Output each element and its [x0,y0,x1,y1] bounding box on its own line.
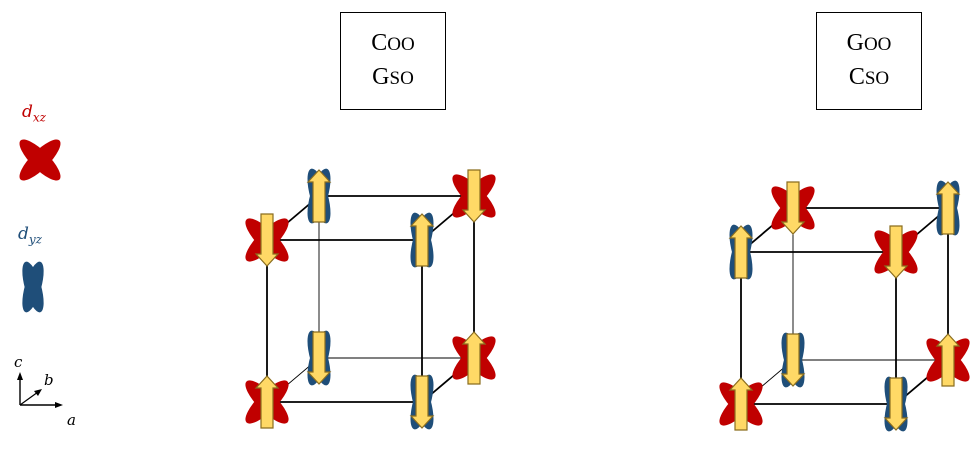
spin-arrow-up [935,333,961,387]
spin-arrow-down [780,181,806,235]
left-site-back-top-right [452,169,496,223]
axes-icon [17,372,63,408]
left-cube [245,168,496,430]
spin-arrow-up [461,331,487,385]
spin-arrow-down [306,331,332,385]
spin-arrow-down [461,169,487,223]
spin-arrow-down [883,225,909,279]
left-order-label-box: COO GSO [340,12,446,110]
left-label-line-1: COO [371,30,415,56]
left-site-front-bottom-right [409,374,435,430]
spin-arrow-up [254,375,280,429]
dyz-lobe [22,261,44,313]
dxz-legend-icon [19,139,61,181]
spin-arrow-up [728,377,754,431]
legend-icons [19,139,61,313]
left-cube-edges [266,195,475,403]
axis-c-label: c [14,353,23,371]
spin-arrow-up [306,169,332,223]
right-site-front-top-right [874,225,918,279]
spin-arrow-up [409,213,435,267]
left-site-back-bottom-left [306,330,332,386]
dxz-lobe [19,139,61,181]
left-label-line-2: GSO [372,64,414,90]
legend-dyz-label: dyz [18,224,42,247]
left-site-back-top-left [306,168,332,224]
spin-arrow-down [254,213,280,267]
spin-arrow-down [409,375,435,429]
right-site-back-top-left [771,181,815,235]
axis-b-label: b [44,371,54,389]
right-site-back-top-right [935,180,961,236]
right-order-label-box: GOO CSO [816,12,922,110]
right-label-line-2: CSO [848,64,890,90]
dyz-legend-icon [22,261,44,313]
left-site-front-top-right [409,212,435,268]
right-site-front-bottom-left [719,377,763,431]
right-site-front-bottom-right [883,376,909,432]
left-site-front-bottom-left [245,375,289,429]
spin-arrow-down [780,333,806,387]
right-label-line-1: GOO [846,30,892,56]
spin-arrow-up [728,225,754,279]
axis-a-label: a [67,411,76,429]
legend-dxz-label: dxz [22,102,46,125]
left-site-back-bottom-right [452,331,496,385]
right-site-front-top-left [728,224,754,280]
spin-arrow-down [883,377,909,431]
right-site-back-bottom-left [780,332,806,388]
right-site-back-bottom-right [926,333,970,387]
spin-arrow-up [935,181,961,235]
left-site-front-top-left [245,213,289,267]
right-cube [719,180,970,432]
